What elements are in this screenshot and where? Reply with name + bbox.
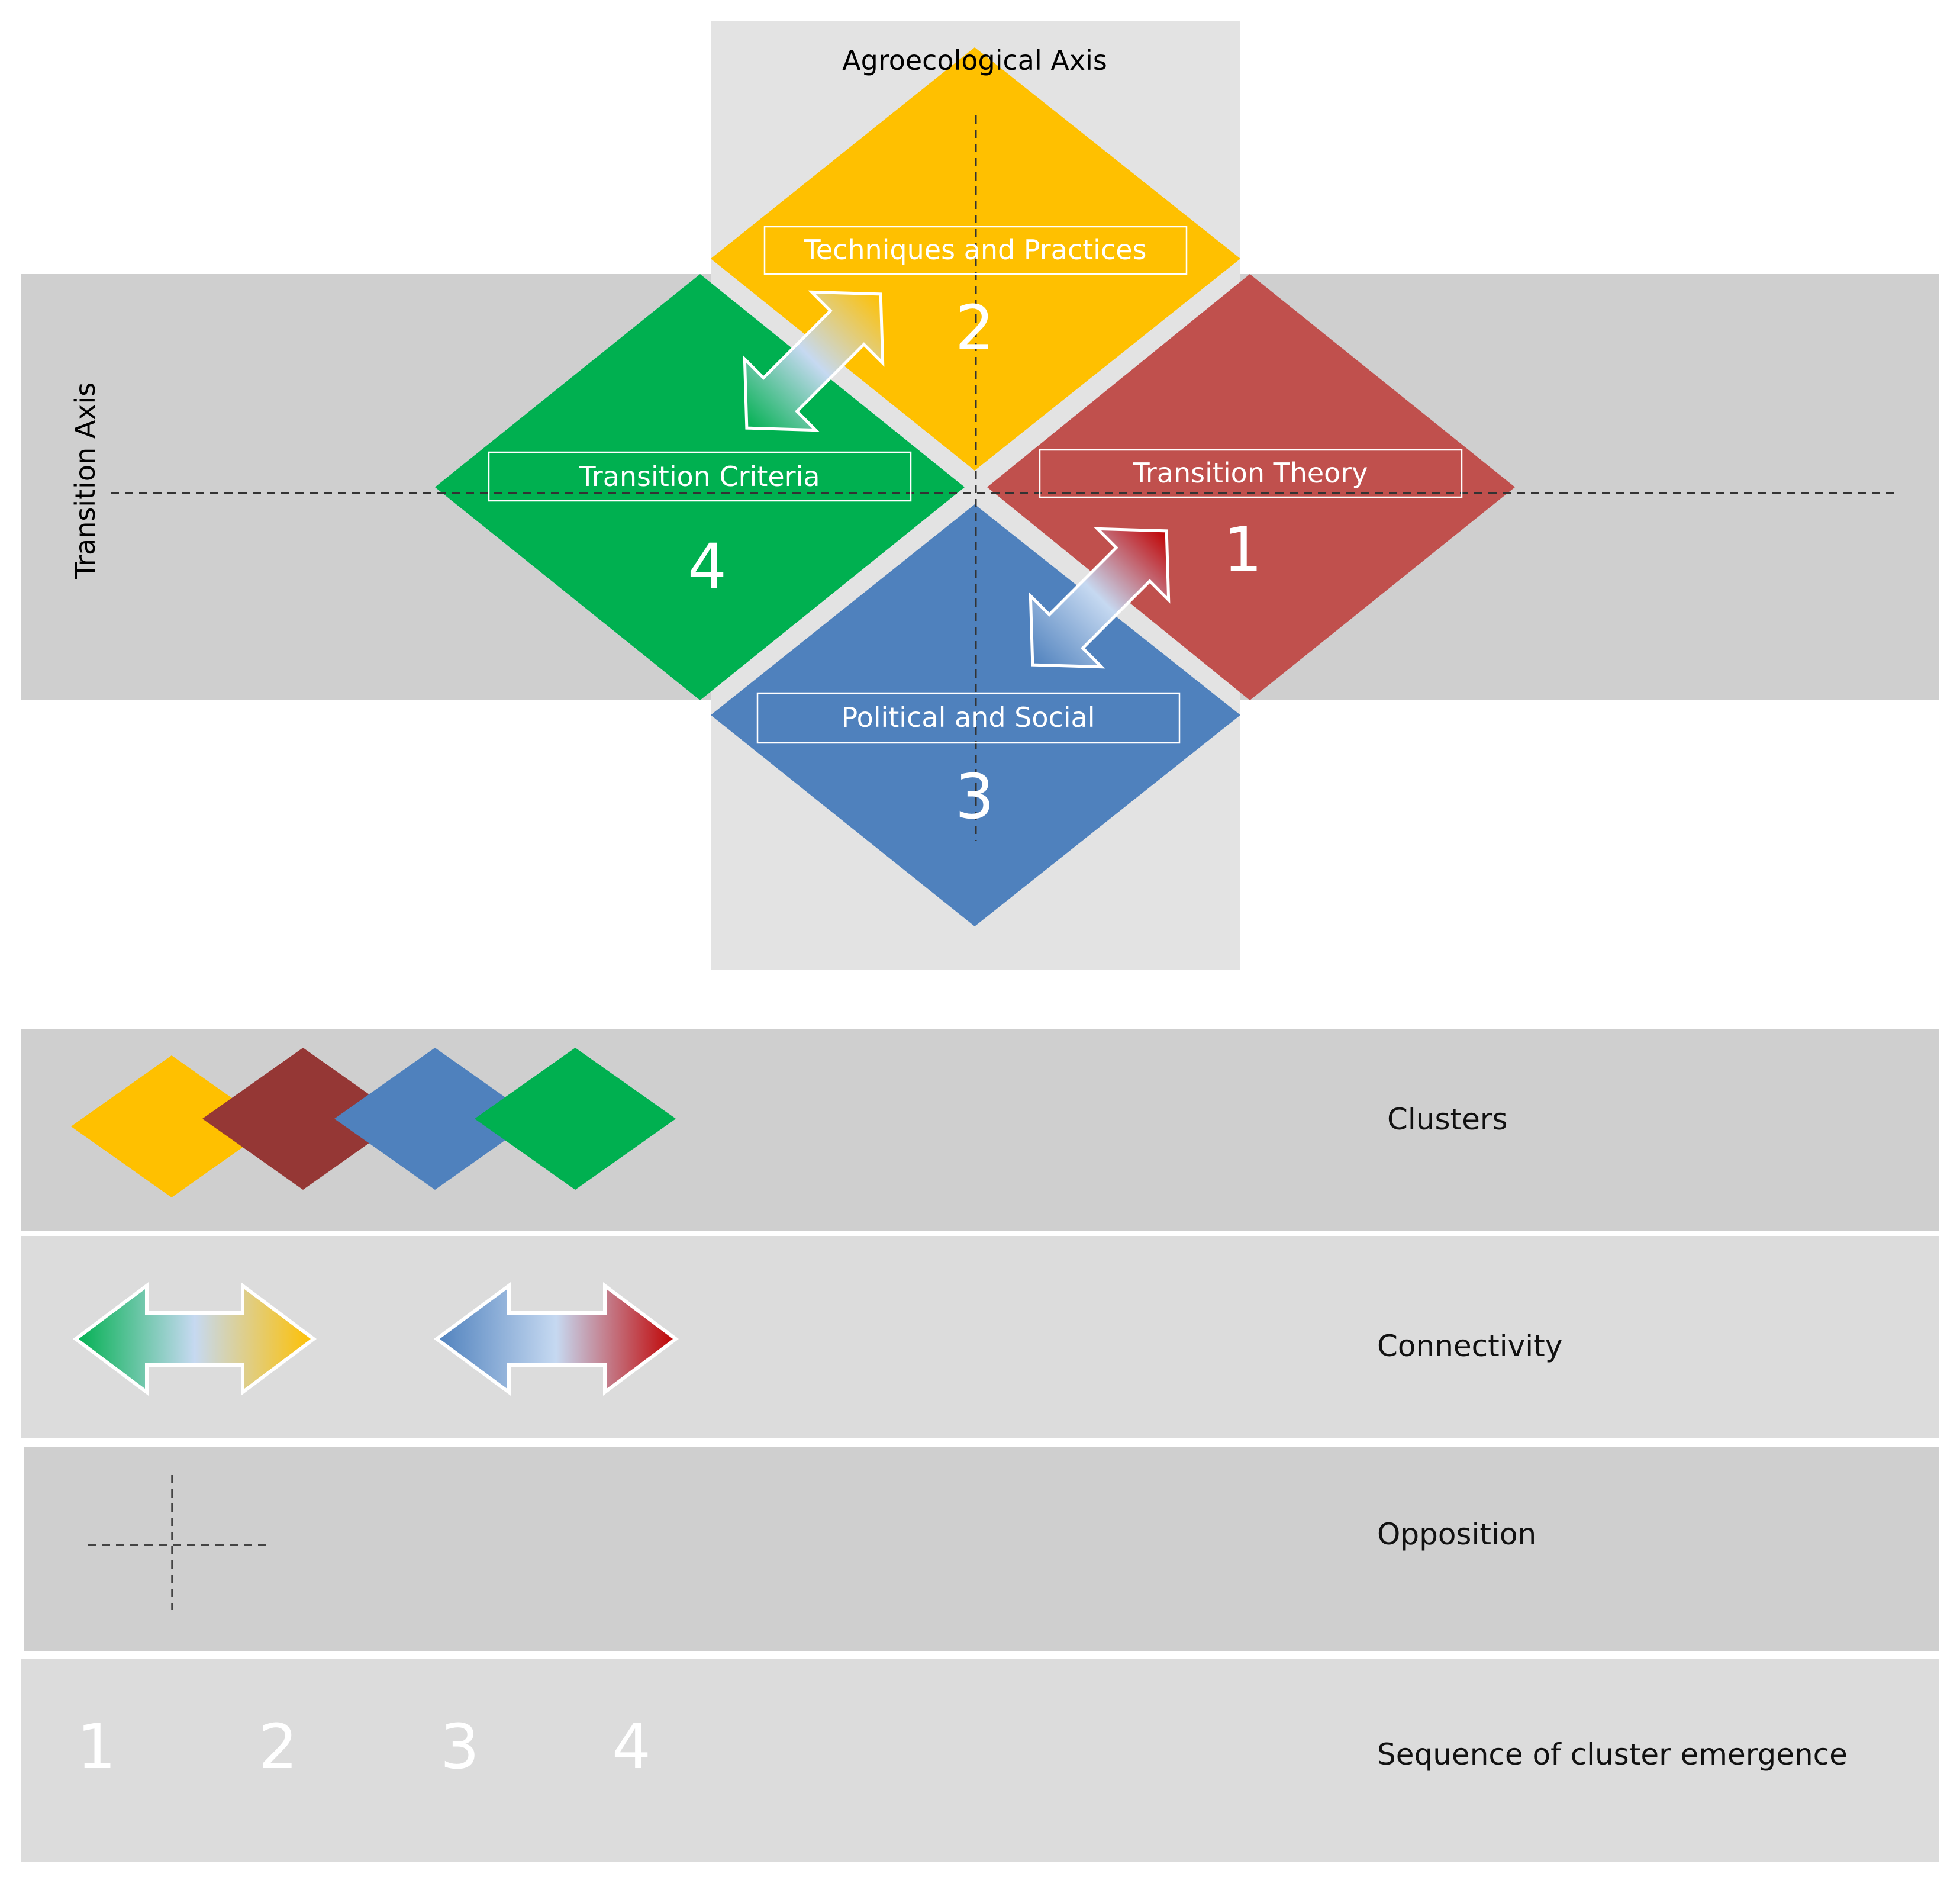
political-label: Political and Social <box>841 701 1095 733</box>
legend-sequence-number-3: 3 <box>440 1711 479 1783</box>
techniques-number: 2 <box>955 292 994 364</box>
legend-arrow-green-yellow <box>73 1282 317 1396</box>
transition-axis-label: Transition Axis <box>69 382 101 580</box>
theory-label-box <box>1039 449 1463 498</box>
theory-label: Transition Theory <box>1133 457 1368 489</box>
techniques-label-box <box>763 226 1188 275</box>
legend-diamond-yellow <box>71 1055 272 1197</box>
agroecological-axis-label: Agroecological Axis <box>842 44 1107 76</box>
legend-diamond-blue <box>334 1048 536 1190</box>
legend-row-connectivity <box>21 1236 1939 1438</box>
political-label-box <box>756 692 1181 744</box>
legend-clusters-label: Clusters <box>1387 1102 1508 1136</box>
political-number: 3 <box>955 761 994 833</box>
legend-sequence-number-4: 4 <box>612 1711 651 1783</box>
legend-arrow-blue-red <box>433 1282 679 1396</box>
legend-diamond-darkred <box>202 1048 404 1190</box>
legend-opposition-label: Opposition <box>1377 1517 1536 1551</box>
criteria-label-box <box>488 451 912 502</box>
legend-sequence-number-2: 2 <box>259 1711 298 1783</box>
legend-diamond-green <box>475 1048 676 1190</box>
connectivity-arrow-criteria-techniques <box>743 290 885 432</box>
criteria-number: 4 <box>688 530 727 603</box>
legend-sequence-label: Sequence of cluster emergence <box>1377 1737 1848 1772</box>
cluster-diamond-criteria <box>435 274 965 700</box>
legend-sequence-number-1: 1 <box>77 1711 116 1783</box>
legend-row-opposition <box>24 1447 1939 1651</box>
techniques-label: Techniques and Practices <box>803 234 1146 266</box>
theory-number: 1 <box>1223 514 1262 586</box>
legend-connectivity-label: Connectivity <box>1377 1329 1562 1363</box>
legend-row-sequence <box>21 1659 1939 1862</box>
criteria-label: Transition Criteria <box>578 461 820 492</box>
connectivity-arrow-political-theory <box>1029 527 1171 669</box>
